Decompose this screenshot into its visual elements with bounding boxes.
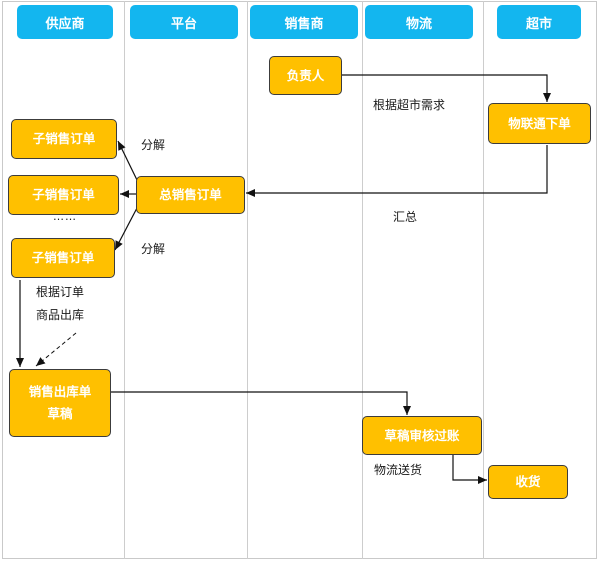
- node-draft-review-post: 草稿审核过账: [362, 416, 482, 455]
- lane-header-supplier: 供应商: [17, 5, 113, 39]
- ellipsis-more-orders: ……: [53, 210, 77, 223]
- label-summary: 汇总: [393, 210, 418, 224]
- lane-divider: [362, 1, 363, 559]
- node-total-sales-order: 总销售订单: [136, 176, 245, 214]
- lane-divider: [247, 1, 248, 559]
- lane-divider: [483, 1, 484, 559]
- outbound-draft-line-2: 草稿: [47, 406, 73, 421]
- node-sub-sales-order-3: 子销售订单: [11, 238, 115, 278]
- outbound-draft-line-1: 销售出库单: [28, 384, 92, 400]
- lane-header-supermarket: 超市: [497, 5, 581, 39]
- label-by-demand: 根据超市需求: [373, 98, 446, 112]
- lane-header-distributor: 销售商: [250, 5, 358, 39]
- node-sub-sales-order-1: 子销售订单: [11, 119, 117, 159]
- node-outbound-draft: 销售出库单 草稿: [9, 369, 111, 437]
- lane-header-platform: 平台: [130, 5, 238, 39]
- label-split-bottom: 分解: [141, 242, 166, 256]
- node-receive: 收货: [488, 465, 568, 499]
- label-split-top: 分解: [141, 138, 166, 152]
- label-by-order: 根据订单 商品出库: [36, 283, 84, 325]
- node-iot-order: 物联通下单: [488, 103, 591, 144]
- connector-outbound-to-review: [111, 391, 411, 415]
- node-sub-sales-order-2: 子销售订单: [8, 175, 119, 215]
- connector-dashed-to-outbound: [35, 332, 77, 367]
- connector-total-to-sub-order-1: [117, 140, 138, 181]
- node-manager: 负责人: [269, 56, 342, 95]
- connector-total-to-sub-order-3: [114, 207, 138, 251]
- connector-iot-to-total-order: [246, 145, 548, 197]
- lane-header-logistics: 物流: [365, 5, 473, 39]
- connector-review-to-receive: [452, 455, 487, 484]
- connector-manager-to-iot-order: [341, 74, 551, 102]
- label-by-order-line-2: 商品出库: [36, 308, 85, 323]
- label-by-order-line-1: 根据订单: [36, 285, 85, 299]
- label-ship: 物流送货: [374, 463, 423, 477]
- lane-divider: [124, 1, 125, 559]
